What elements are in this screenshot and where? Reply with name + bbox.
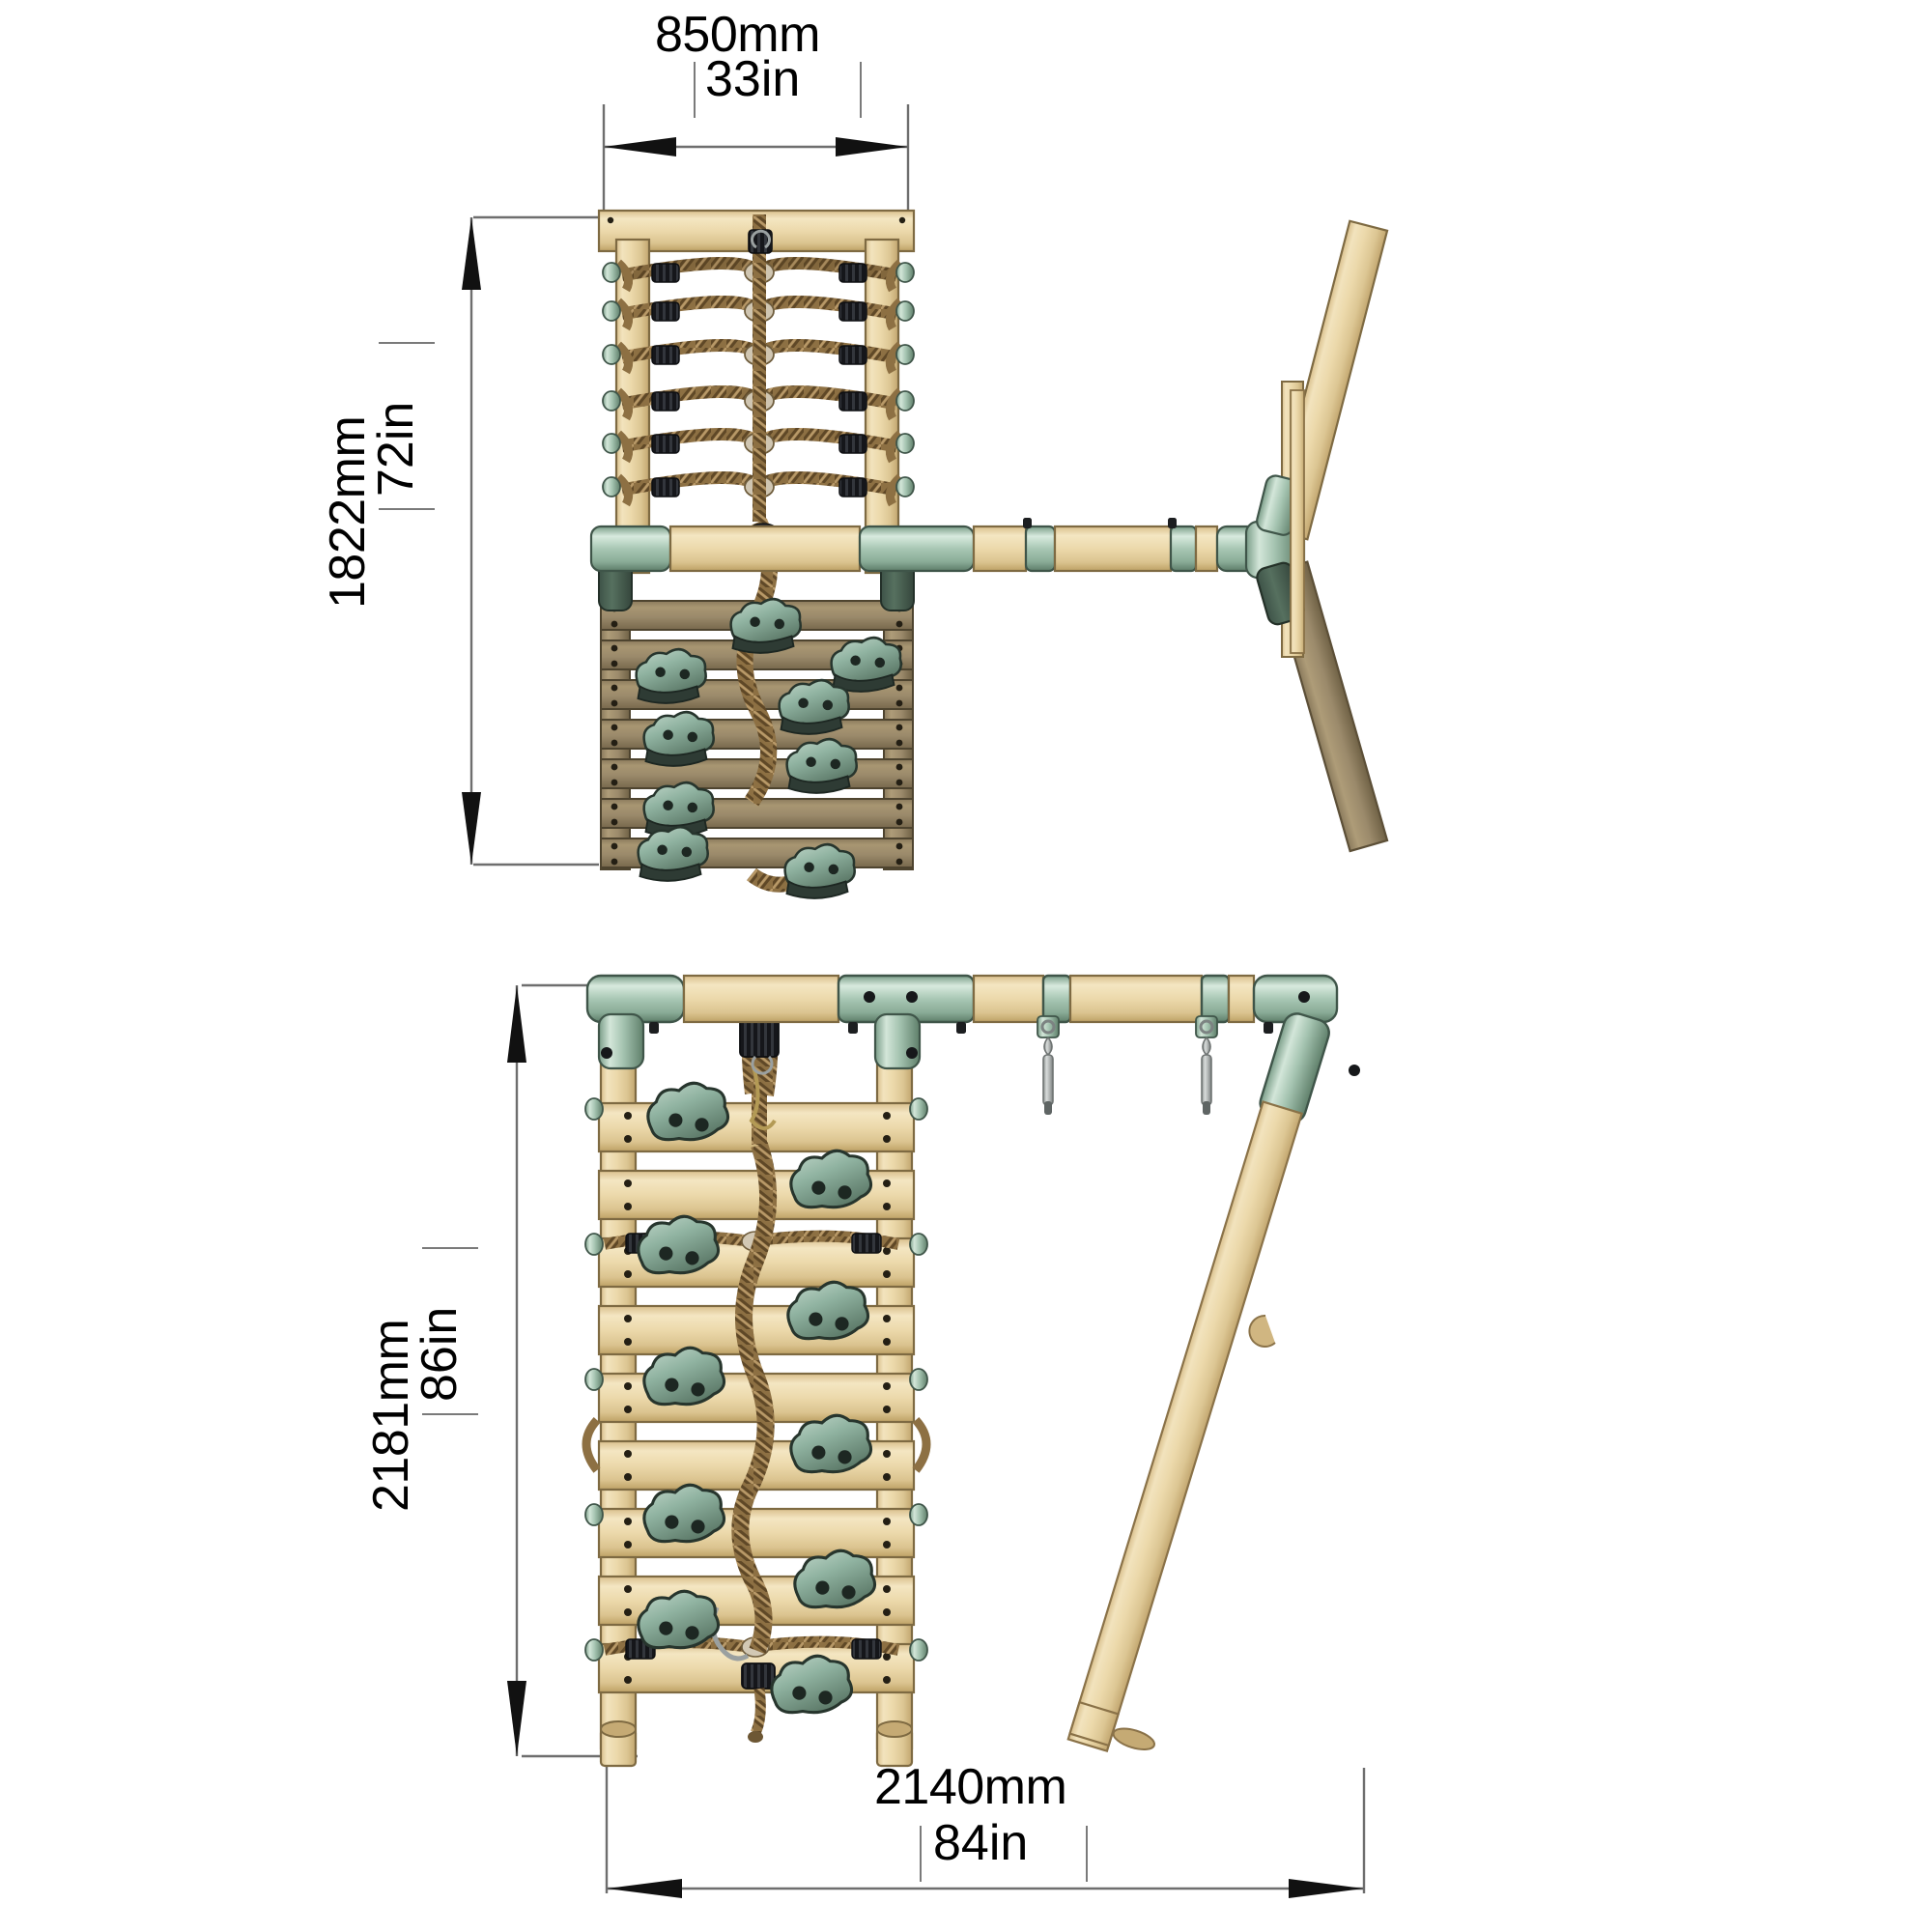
dimension-label-top-imperial: 33in (705, 51, 801, 107)
climbing-hold (635, 647, 707, 704)
climbing-hold (770, 1654, 854, 1715)
climbing-hold (778, 678, 850, 735)
dimension-arrow-left (607, 1879, 682, 1898)
climbing-hold (789, 1413, 873, 1474)
dimension-label-bottom-metric: 2140mm (874, 1759, 1067, 1815)
dimension-label-bottom-imperial: 84in (933, 1815, 1029, 1871)
upper-leg-brace (1290, 389, 1305, 654)
lower-climbing-holds (637, 1081, 877, 1715)
lower-vertical-climbing-rope (710, 986, 780, 1743)
climbing-hold (830, 636, 902, 693)
climbing-hold (642, 710, 715, 767)
lower-swing-hangers (1037, 1015, 1218, 1115)
climbing-hold (793, 1548, 877, 1609)
dimension-arrow-up (462, 217, 481, 290)
dimension-bracket-bottom-imperial: 84in (920, 1815, 1088, 1882)
lower-top-beam (585, 974, 1339, 1070)
dimension-label-top-metric: 850mm (655, 7, 820, 63)
climbing-hold (637, 1589, 721, 1650)
lower-angled-swing-leg (1066, 1012, 1360, 1753)
climbing-hold (785, 737, 858, 794)
lower-side-elevation-view (507, 974, 1366, 1898)
climbing-hold (637, 825, 709, 882)
dimension-arrow-up (507, 985, 526, 1063)
dimension-arrow-left (604, 137, 676, 156)
dimension-width-2140mm (605, 1739, 1366, 1893)
climbing-hold (786, 1280, 870, 1341)
climbing-hold (642, 1346, 726, 1406)
dimension-arrow-right (1289, 1879, 1364, 1898)
upper-climbing-holds (635, 597, 902, 899)
climbing-hold (637, 1214, 721, 1275)
climbing-hold (789, 1149, 873, 1209)
net-eye-bolts (602, 262, 915, 497)
dimension-arrow-down (462, 792, 481, 865)
dimension-height-1822mm (469, 215, 599, 867)
climbing-hold (646, 1081, 730, 1142)
swing-hanger (1037, 1015, 1060, 1115)
upper-a-frame-leg (1244, 219, 1389, 853)
climbing-hold (729, 597, 802, 654)
lower-net-eye-bolts (584, 1097, 928, 1662)
dimension-bracket-top-imperial: 33in (694, 51, 862, 118)
swing-hanger (1195, 1015, 1218, 1115)
climbing-hold (783, 842, 856, 899)
climbing-hold (642, 1483, 726, 1544)
dimension-arrow-right (836, 137, 908, 156)
upper-front-elevation-view (462, 104, 1389, 899)
dimension-arrow-down (507, 1681, 526, 1756)
upper-top-rail (589, 518, 1306, 611)
